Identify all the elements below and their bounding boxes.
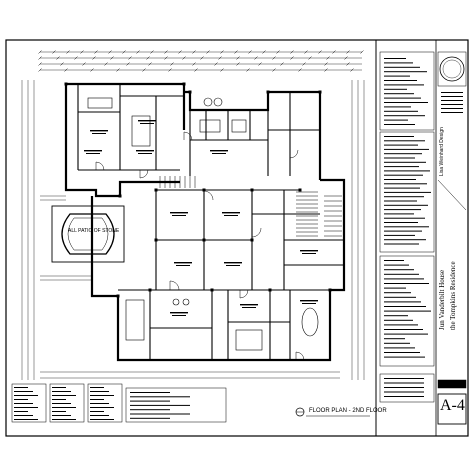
title-block (379, 51, 467, 425)
sheet-border (5, 39, 469, 437)
top-dimension-strings (40, 51, 362, 71)
schedule-rows (14, 387, 190, 420)
dimension-ticks (38, 50, 364, 72)
right-dimension-strings (351, 80, 365, 380)
sheet-number: A-4 (440, 397, 465, 414)
project-name: Jun Vanderbilt House (438, 269, 446, 330)
door-swings (95, 131, 305, 361)
patio-label: ALL PATIO OF STONE (68, 228, 120, 234)
stone-patio (51, 205, 125, 263)
stair-treads (159, 176, 342, 237)
schedule-tables (11, 383, 227, 423)
drawing-title: FLOOR PLAN - 2ND FLOOR (309, 408, 387, 414)
client-line: the Tompkins Residence (449, 261, 457, 330)
bottom-dimension-strings (40, 371, 340, 379)
terrace-lines (40, 195, 92, 281)
drawing-title-mark (295, 407, 370, 417)
structural-columns (64, 82, 332, 298)
plumbing-fixtures (87, 97, 319, 351)
general-notes (384, 58, 463, 397)
left-dimension-strings (21, 80, 35, 380)
firm-name: Lisa Weinhard Design (439, 127, 445, 176)
room-labels (84, 120, 318, 316)
